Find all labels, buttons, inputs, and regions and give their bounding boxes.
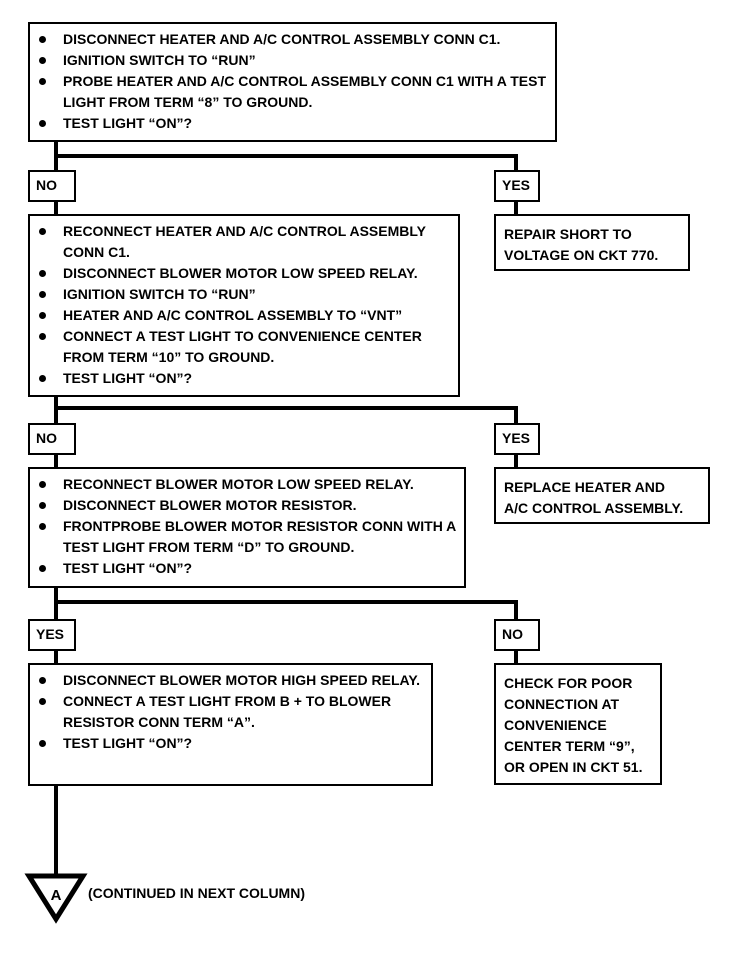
connector-line <box>514 406 518 425</box>
result-line: A/C CONTROL ASSEMBLY. <box>504 500 684 516</box>
branch-label-yes: YES <box>28 619 76 651</box>
connector-line <box>514 600 518 621</box>
step-item: TEST LIGHT “ON”? <box>36 558 456 579</box>
connector-line <box>514 649 518 665</box>
connector-line <box>54 784 58 879</box>
step-item: IGNITION SWITCH TO “RUN” <box>36 50 547 71</box>
branch-label-yes: YES <box>494 170 540 202</box>
step-item: CONNECT A TEST LIGHT FROM B + TO BLOWER … <box>36 691 423 733</box>
continuation-symbol: A <box>51 887 62 904</box>
branch-label-no: NO <box>494 619 540 651</box>
step-item: TEST LIGHT “ON”? <box>36 368 450 389</box>
result-line: VOLTAGE ON CKT 770. <box>504 247 659 263</box>
connector-line <box>514 453 518 469</box>
result-line: CONNECTION AT <box>504 696 620 712</box>
connector-line <box>54 406 518 410</box>
step-item: RECONNECT BLOWER MOTOR LOW SPEED RELAY. <box>36 474 456 495</box>
continuation-note: (CONTINUED IN NEXT COLUMN) <box>88 885 305 901</box>
step-box-2: RECONNECT HEATER AND A/C CONTROL ASSEMBL… <box>28 214 460 397</box>
connector-line <box>54 154 518 158</box>
branch-label-no: NO <box>28 170 76 202</box>
step-item: IGNITION SWITCH TO “RUN” <box>36 284 450 305</box>
step-item: HEATER AND A/C CONTROL ASSEMBLY TO “VNT” <box>36 305 450 326</box>
result-line: OR OPEN IN CKT 51. <box>504 759 643 775</box>
step-item: RECONNECT HEATER AND A/C CONTROL ASSEMBL… <box>36 221 450 263</box>
step-item: DISCONNECT HEATER AND A/C CONTROL ASSEMB… <box>36 29 547 50</box>
step-item: TEST LIGHT “ON”? <box>36 733 423 754</box>
step-item: DISCONNECT BLOWER MOTOR RESISTOR. <box>36 495 456 516</box>
step-box-4: DISCONNECT BLOWER MOTOR HIGH SPEED RELAY… <box>28 663 433 786</box>
connector-line <box>514 154 518 172</box>
step-item: TEST LIGHT “ON”? <box>36 113 547 134</box>
result-line: REPLACE HEATER AND <box>504 479 666 495</box>
result-box-3: CHECK FOR POOR CONNECTION AT CONVENIENCE… <box>494 663 662 785</box>
result-line: CONVENIENCE <box>504 717 607 733</box>
step-item: FRONTPROBE BLOWER MOTOR RESISTOR CONN WI… <box>36 516 456 558</box>
result-box-2: REPLACE HEATER AND A/C CONTROL ASSEMBLY. <box>494 467 710 524</box>
result-line: CENTER TERM “9”, <box>504 738 635 754</box>
step-box-1: DISCONNECT HEATER AND A/C CONTROL ASSEMB… <box>28 22 557 142</box>
connector-line <box>514 200 518 216</box>
step-item: DISCONNECT BLOWER MOTOR LOW SPEED RELAY. <box>36 263 450 284</box>
result-line: CHECK FOR POOR <box>504 675 633 691</box>
branch-label-yes: YES <box>494 423 540 455</box>
connector-line <box>54 600 518 604</box>
result-box-1: REPAIR SHORT TO VOLTAGE ON CKT 770. <box>494 214 690 271</box>
step-box-3: RECONNECT BLOWER MOTOR LOW SPEED RELAY. … <box>28 467 466 588</box>
result-line: REPAIR SHORT TO <box>504 226 632 242</box>
connector-line <box>54 453 58 469</box>
connector-line <box>54 200 58 216</box>
branch-label-no: NO <box>28 423 76 455</box>
step-item: PROBE HEATER AND A/C CONTROL ASSEMBLY CO… <box>36 71 547 113</box>
connector-line <box>54 395 58 425</box>
step-item: DISCONNECT BLOWER MOTOR HIGH SPEED RELAY… <box>36 670 423 691</box>
connector-line <box>54 649 58 665</box>
step-item: CONNECT A TEST LIGHT TO CONVENIENCE CENT… <box>36 326 450 368</box>
